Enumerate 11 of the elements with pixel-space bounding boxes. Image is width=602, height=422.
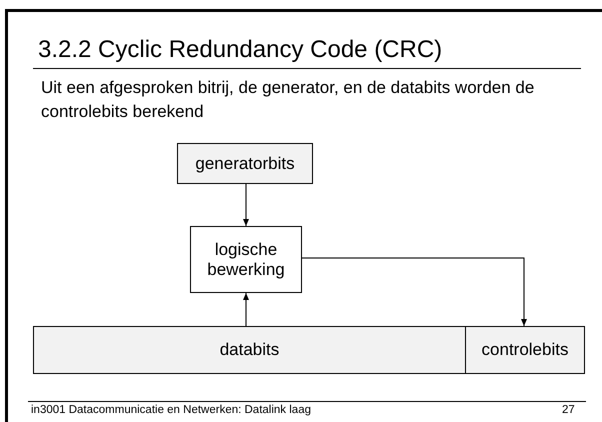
slide-title: 3.2.2 Cyclic Redundancy Code (CRC) (38, 36, 442, 64)
input-box: generatorbits (177, 143, 313, 184)
arrow (302, 258, 527, 326)
arrow (243, 292, 249, 326)
arrow (243, 184, 249, 226)
page-number: 27 (562, 404, 575, 416)
process-box: logische bewerking (190, 226, 302, 293)
data-field: databits (33, 326, 466, 374)
body-text: Uit een afgesproken bitrij, de generator, en de databits worden de controlebits berekend (41, 77, 536, 123)
footer-text: in3001 Datacommunicatie en Netwerken: Datalink laag (31, 404, 311, 416)
check-field: controlebits (465, 326, 585, 374)
